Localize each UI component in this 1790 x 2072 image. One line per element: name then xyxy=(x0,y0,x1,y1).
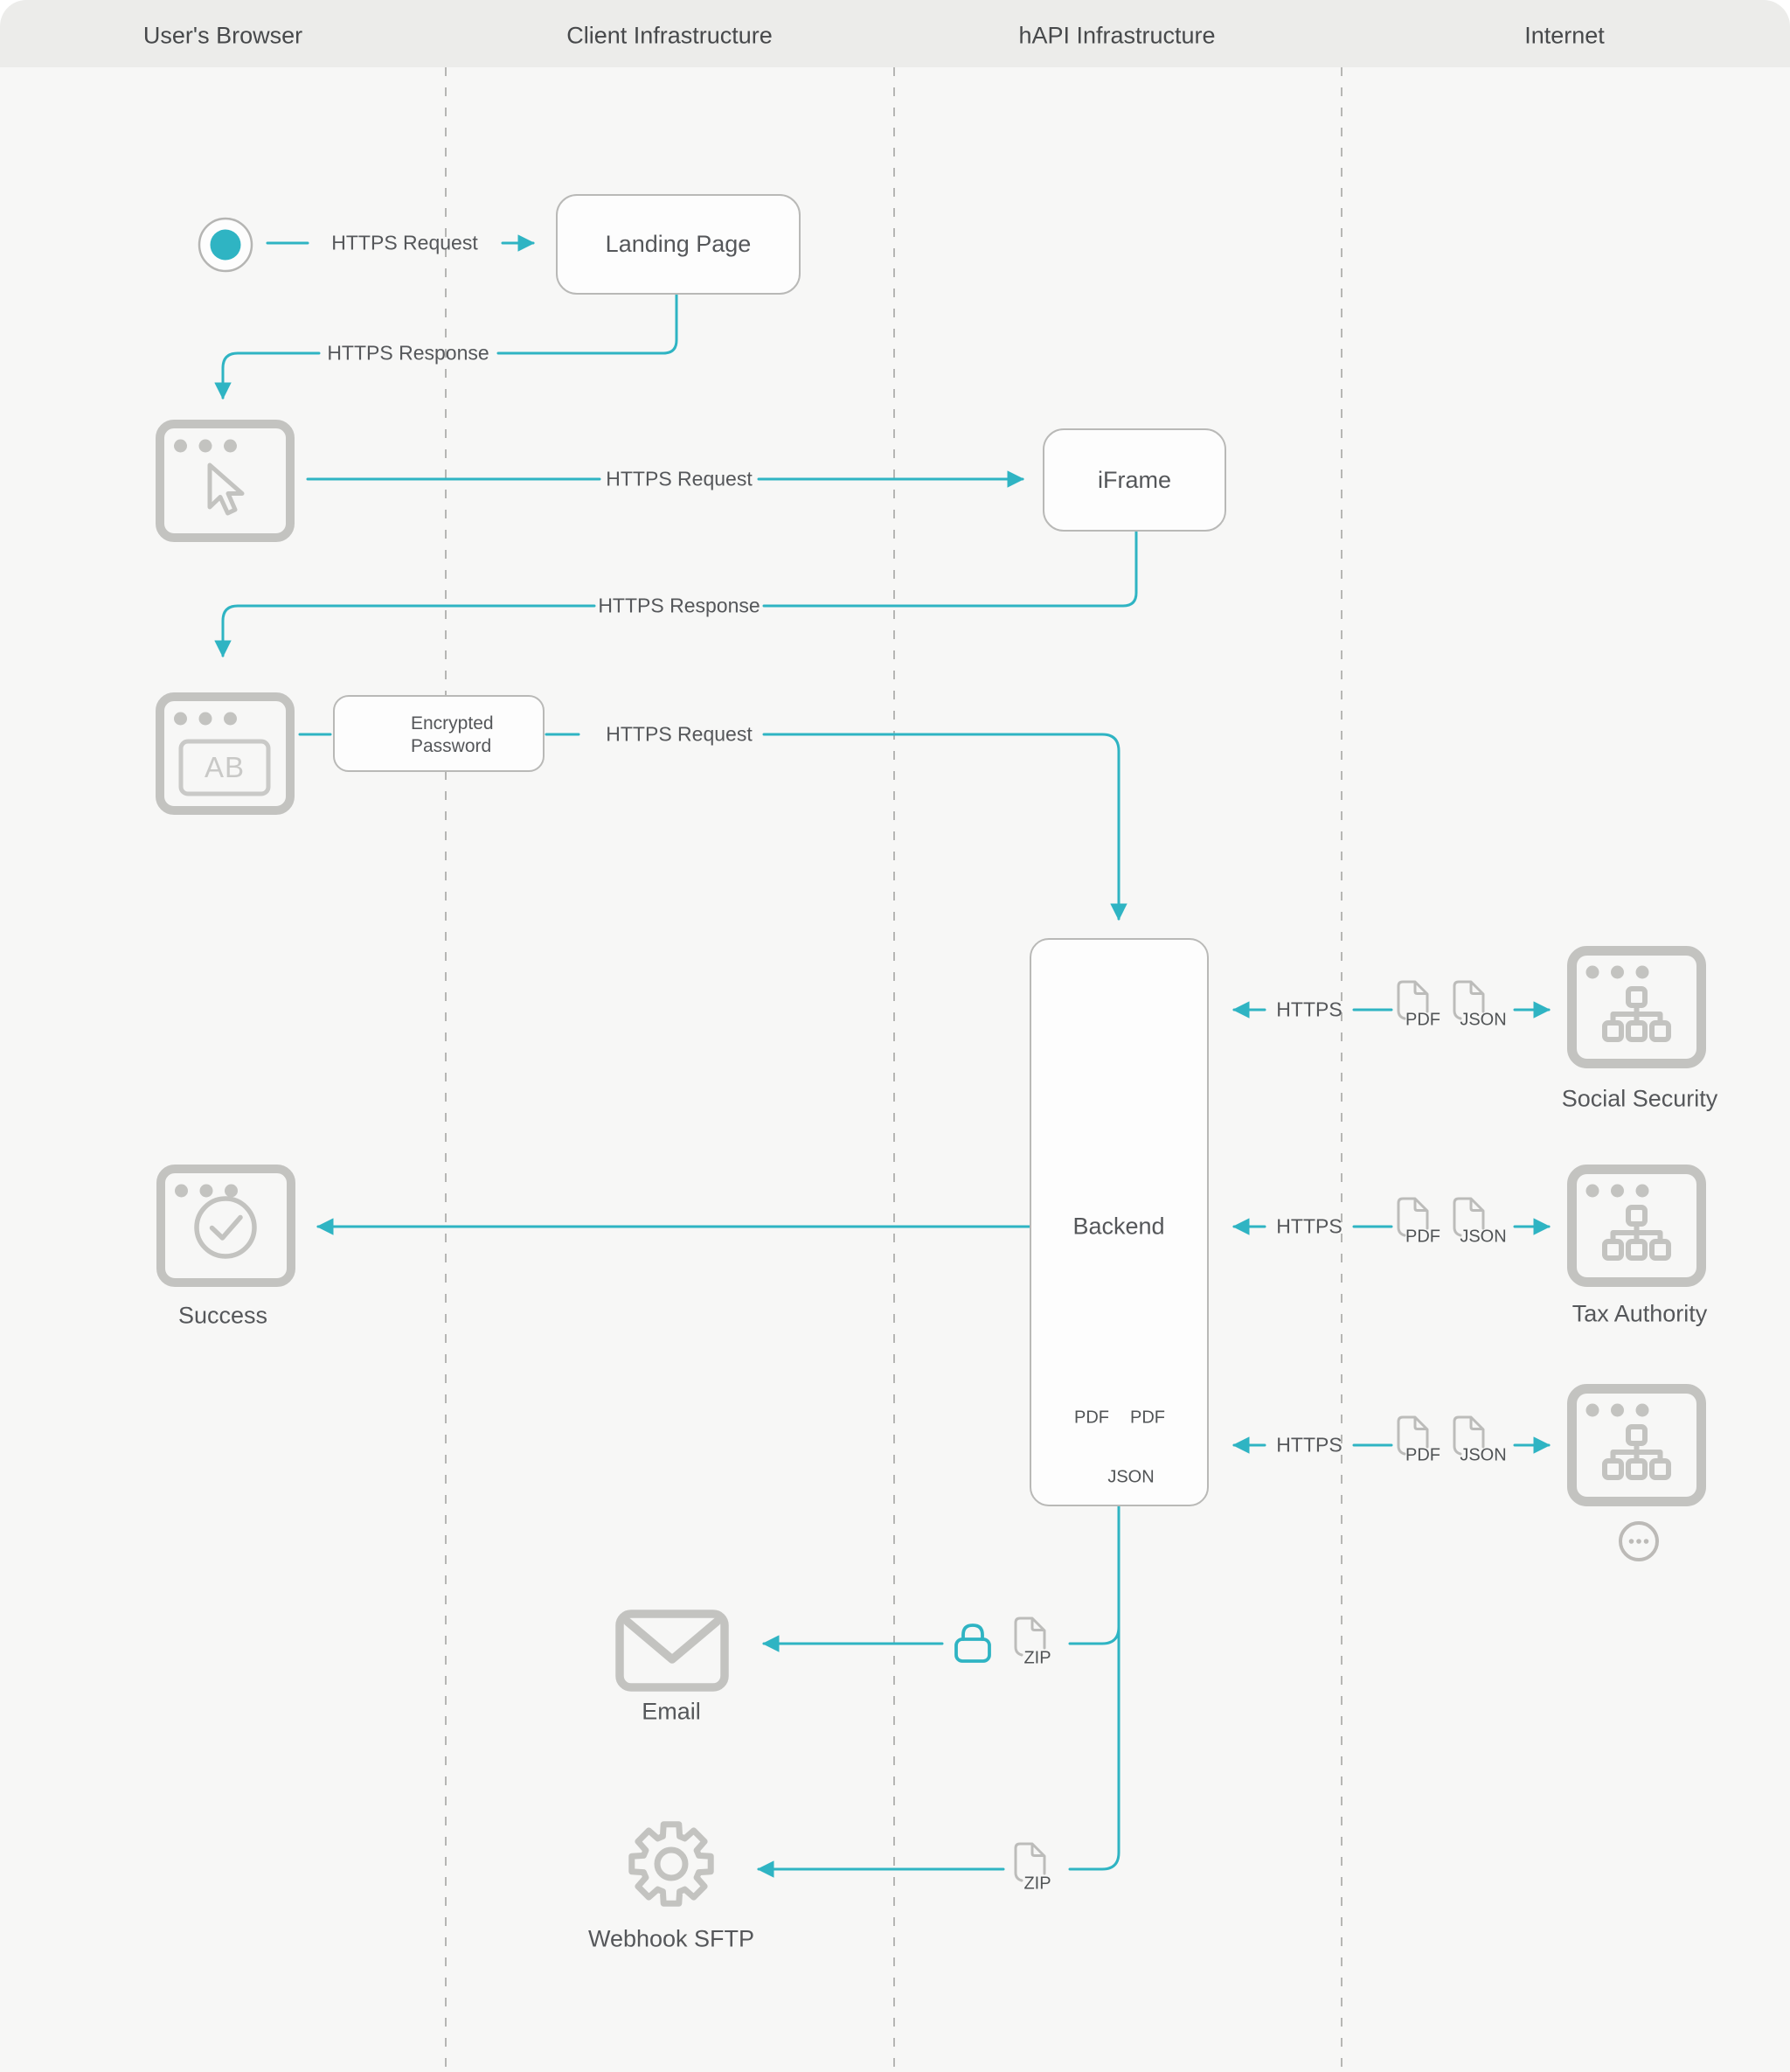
file-label-pdf: PDF xyxy=(1074,1408,1109,1428)
ab-label: AB xyxy=(204,751,246,783)
server-icon-social-security xyxy=(1572,951,1702,1064)
flow-arrow-to-backend xyxy=(762,733,1127,921)
check-circle-icon xyxy=(194,1196,257,1259)
landing-page-label: Landing Page xyxy=(605,231,752,257)
encrypted-password-line1: Encrypted xyxy=(411,713,494,734)
https-response-label-2: HTTPS Response xyxy=(598,594,760,617)
ellipsis-icon xyxy=(1619,1521,1659,1561)
lane-users-browser: User's Browser xyxy=(142,22,303,49)
https-label-1: HTTPS xyxy=(1276,998,1342,1021)
file-label-json: JSON xyxy=(1460,1445,1507,1465)
flow-arrow-response2 xyxy=(214,604,596,657)
file-label-pdf: PDF xyxy=(1130,1408,1165,1428)
file-label-json: JSON xyxy=(1460,1227,1507,1247)
email-label: Email xyxy=(642,1698,701,1725)
file-label-pdf: PDF xyxy=(1405,1445,1440,1465)
https-label-3: HTTPS xyxy=(1276,1433,1342,1457)
backend-label: Backend xyxy=(1072,1213,1165,1240)
social-security-label: Social Security xyxy=(1561,1085,1718,1112)
success-label: Success xyxy=(177,1302,268,1329)
lane-internet: Internet xyxy=(1524,22,1605,49)
server-icon-other xyxy=(1572,1389,1702,1502)
iframe-label: iFrame xyxy=(1097,466,1171,493)
envelope-icon xyxy=(615,1610,729,1692)
tax-authority-label: Tax Authority xyxy=(1571,1300,1708,1327)
file-label-zip: ZIP xyxy=(1023,1648,1051,1668)
flow-line-backend-down xyxy=(1068,1505,1120,1871)
server-icon-tax-authority xyxy=(1572,1170,1702,1283)
landing-page-node: Landing Page xyxy=(556,194,801,295)
flow-branch-email xyxy=(1068,1625,1120,1645)
swimlane-header xyxy=(0,0,1790,67)
file-label-json: JSON xyxy=(1460,1010,1507,1030)
cursor-icon xyxy=(207,462,245,516)
file-label-pdf: PDF xyxy=(1405,1227,1440,1247)
check-icon xyxy=(209,1214,243,1241)
flow-line-response2-right xyxy=(762,530,1138,608)
encrypted-password-line2: Password xyxy=(411,736,492,756)
file-label-zip: ZIP xyxy=(1023,1874,1051,1894)
https-label-2: HTTPS xyxy=(1276,1214,1342,1238)
backend-node xyxy=(1030,938,1209,1506)
encrypted-password-node xyxy=(333,695,545,772)
flow-line-response1-right xyxy=(496,293,678,355)
https-request-label-3: HTTPS Request xyxy=(606,722,753,746)
flow-arrow-response1 xyxy=(214,351,321,400)
gear-icon xyxy=(628,1821,714,1907)
file-label-pdf: PDF xyxy=(1405,1010,1440,1030)
lane-hapi-infra: hAPI Infrastructure xyxy=(1018,22,1216,49)
https-response-label-1: HTTPS Response xyxy=(327,341,489,365)
lane-client-infra: Client Infrastructure xyxy=(566,22,773,49)
lock-icon xyxy=(954,1624,991,1663)
success-window-icon xyxy=(161,1169,291,1283)
user-dot-icon xyxy=(198,217,253,273)
https-request-label-2: HTTPS Request xyxy=(606,467,753,490)
ab-field-outline xyxy=(178,739,271,796)
webhook-sftp-label: Webhook SFTP xyxy=(587,1925,755,1952)
https-request-label-1: HTTPS Request xyxy=(331,231,478,254)
file-label-json: JSON xyxy=(1107,1467,1155,1487)
iframe-node: iFrame xyxy=(1043,428,1226,532)
